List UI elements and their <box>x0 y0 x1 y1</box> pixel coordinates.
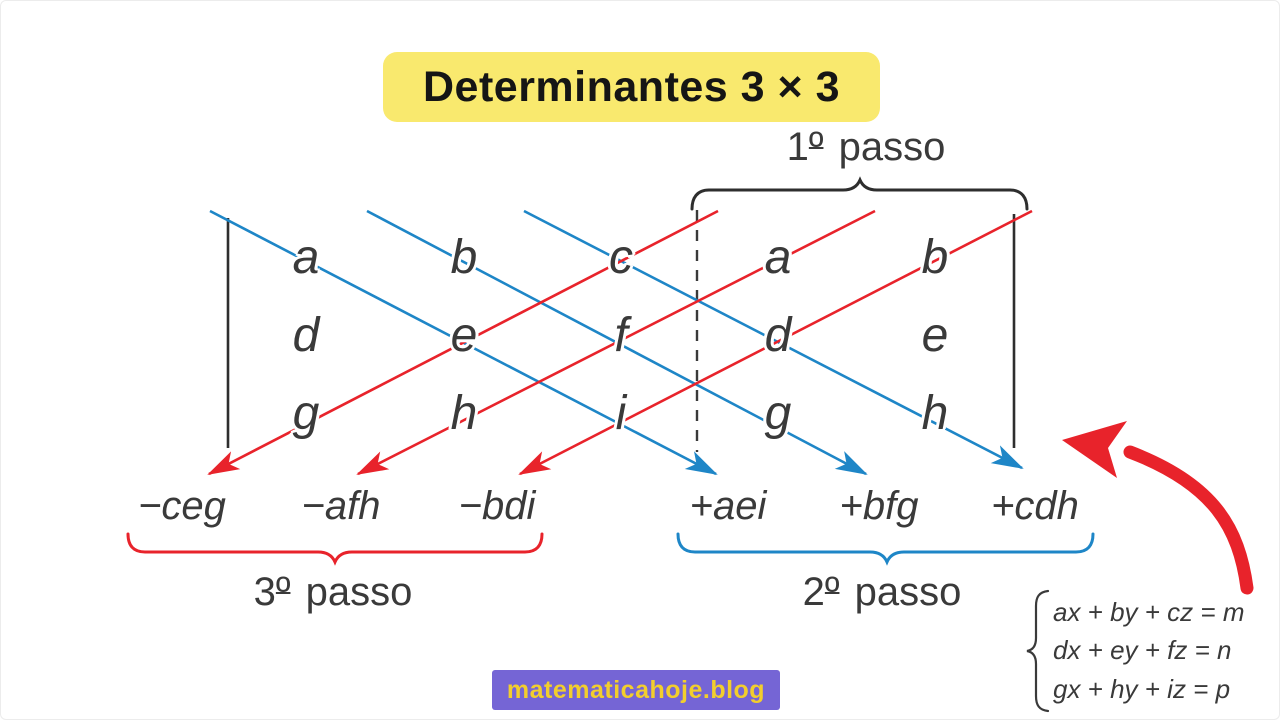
term-negative-bdi: −bdi <box>458 484 536 528</box>
step-2-number: 2 <box>802 570 825 614</box>
matrix-letter-r1c3: c <box>609 231 633 284</box>
matrix-letter-r1c2: b <box>450 231 478 284</box>
red-diagonal-afh <box>356 209 876 476</box>
step2-brace <box>676 532 1095 566</box>
matrix-letter-r2c4: d <box>764 309 792 362</box>
matrix-letter-r3c2: h <box>450 387 478 440</box>
blue-diagonal-cdh <box>523 209 1024 470</box>
step1-brace <box>690 176 1029 211</box>
equation-line-1: ax + by + cz = m <box>1053 597 1245 627</box>
hand-drawn-arrow-icon <box>1062 421 1254 595</box>
matrix-letter-r2c3: f <box>614 309 628 362</box>
matrix-letter-r1c4: a <box>764 231 792 284</box>
matrix-letter-r1c5: b <box>921 231 949 284</box>
title-badge: Determinantes 3 × 3 <box>383 52 880 122</box>
watermark-text: matematicahoje.blog <box>506 675 766 704</box>
term-positive-bfg: +bfg <box>839 484 919 528</box>
equation-line-3: gx + hy + iz = p <box>1053 674 1231 704</box>
red-diagonal-bdi <box>518 209 1033 476</box>
matrix-letter-r1c1: a <box>292 231 320 284</box>
step-3-number: 3 <box>253 570 276 614</box>
watermark-badge: matematicahoje.blog <box>492 670 780 710</box>
matrix-letter-r3c5: h <box>921 387 949 440</box>
step3-brace <box>126 532 544 566</box>
matrix-letter-r3c3: i <box>615 387 627 440</box>
matrix-letter-r3c4: g <box>764 387 792 440</box>
equation-line-2: dx + ey + fz = n <box>1053 635 1232 665</box>
step-1-ordinal: º <box>808 125 824 169</box>
page-title: Determinantes 3 × 3 <box>423 62 840 111</box>
term-negative-afh: −afh <box>301 484 381 528</box>
step-2-ordinal: º <box>824 570 840 614</box>
matrix-letter-r2c2: e <box>450 309 478 362</box>
step-3-word: passo <box>305 570 413 614</box>
term-positive-cdh: +cdh <box>991 484 1079 528</box>
term-negative-ceg: −ceg <box>138 484 226 528</box>
matrix-letter-r2c1: d <box>292 309 320 362</box>
matrix-letter-r2c5: e <box>921 309 949 362</box>
step-3-ordinal: º <box>275 570 291 614</box>
step-2-word: passo <box>854 570 962 614</box>
red-diagonal-ceg <box>207 209 719 476</box>
matrix-letter-r3c1: g <box>292 387 320 440</box>
step-1-word: passo <box>838 125 946 169</box>
step-1-number: 1 <box>786 125 809 169</box>
term-positive-aei: +aei <box>689 484 767 528</box>
equations-brace <box>1026 589 1050 713</box>
